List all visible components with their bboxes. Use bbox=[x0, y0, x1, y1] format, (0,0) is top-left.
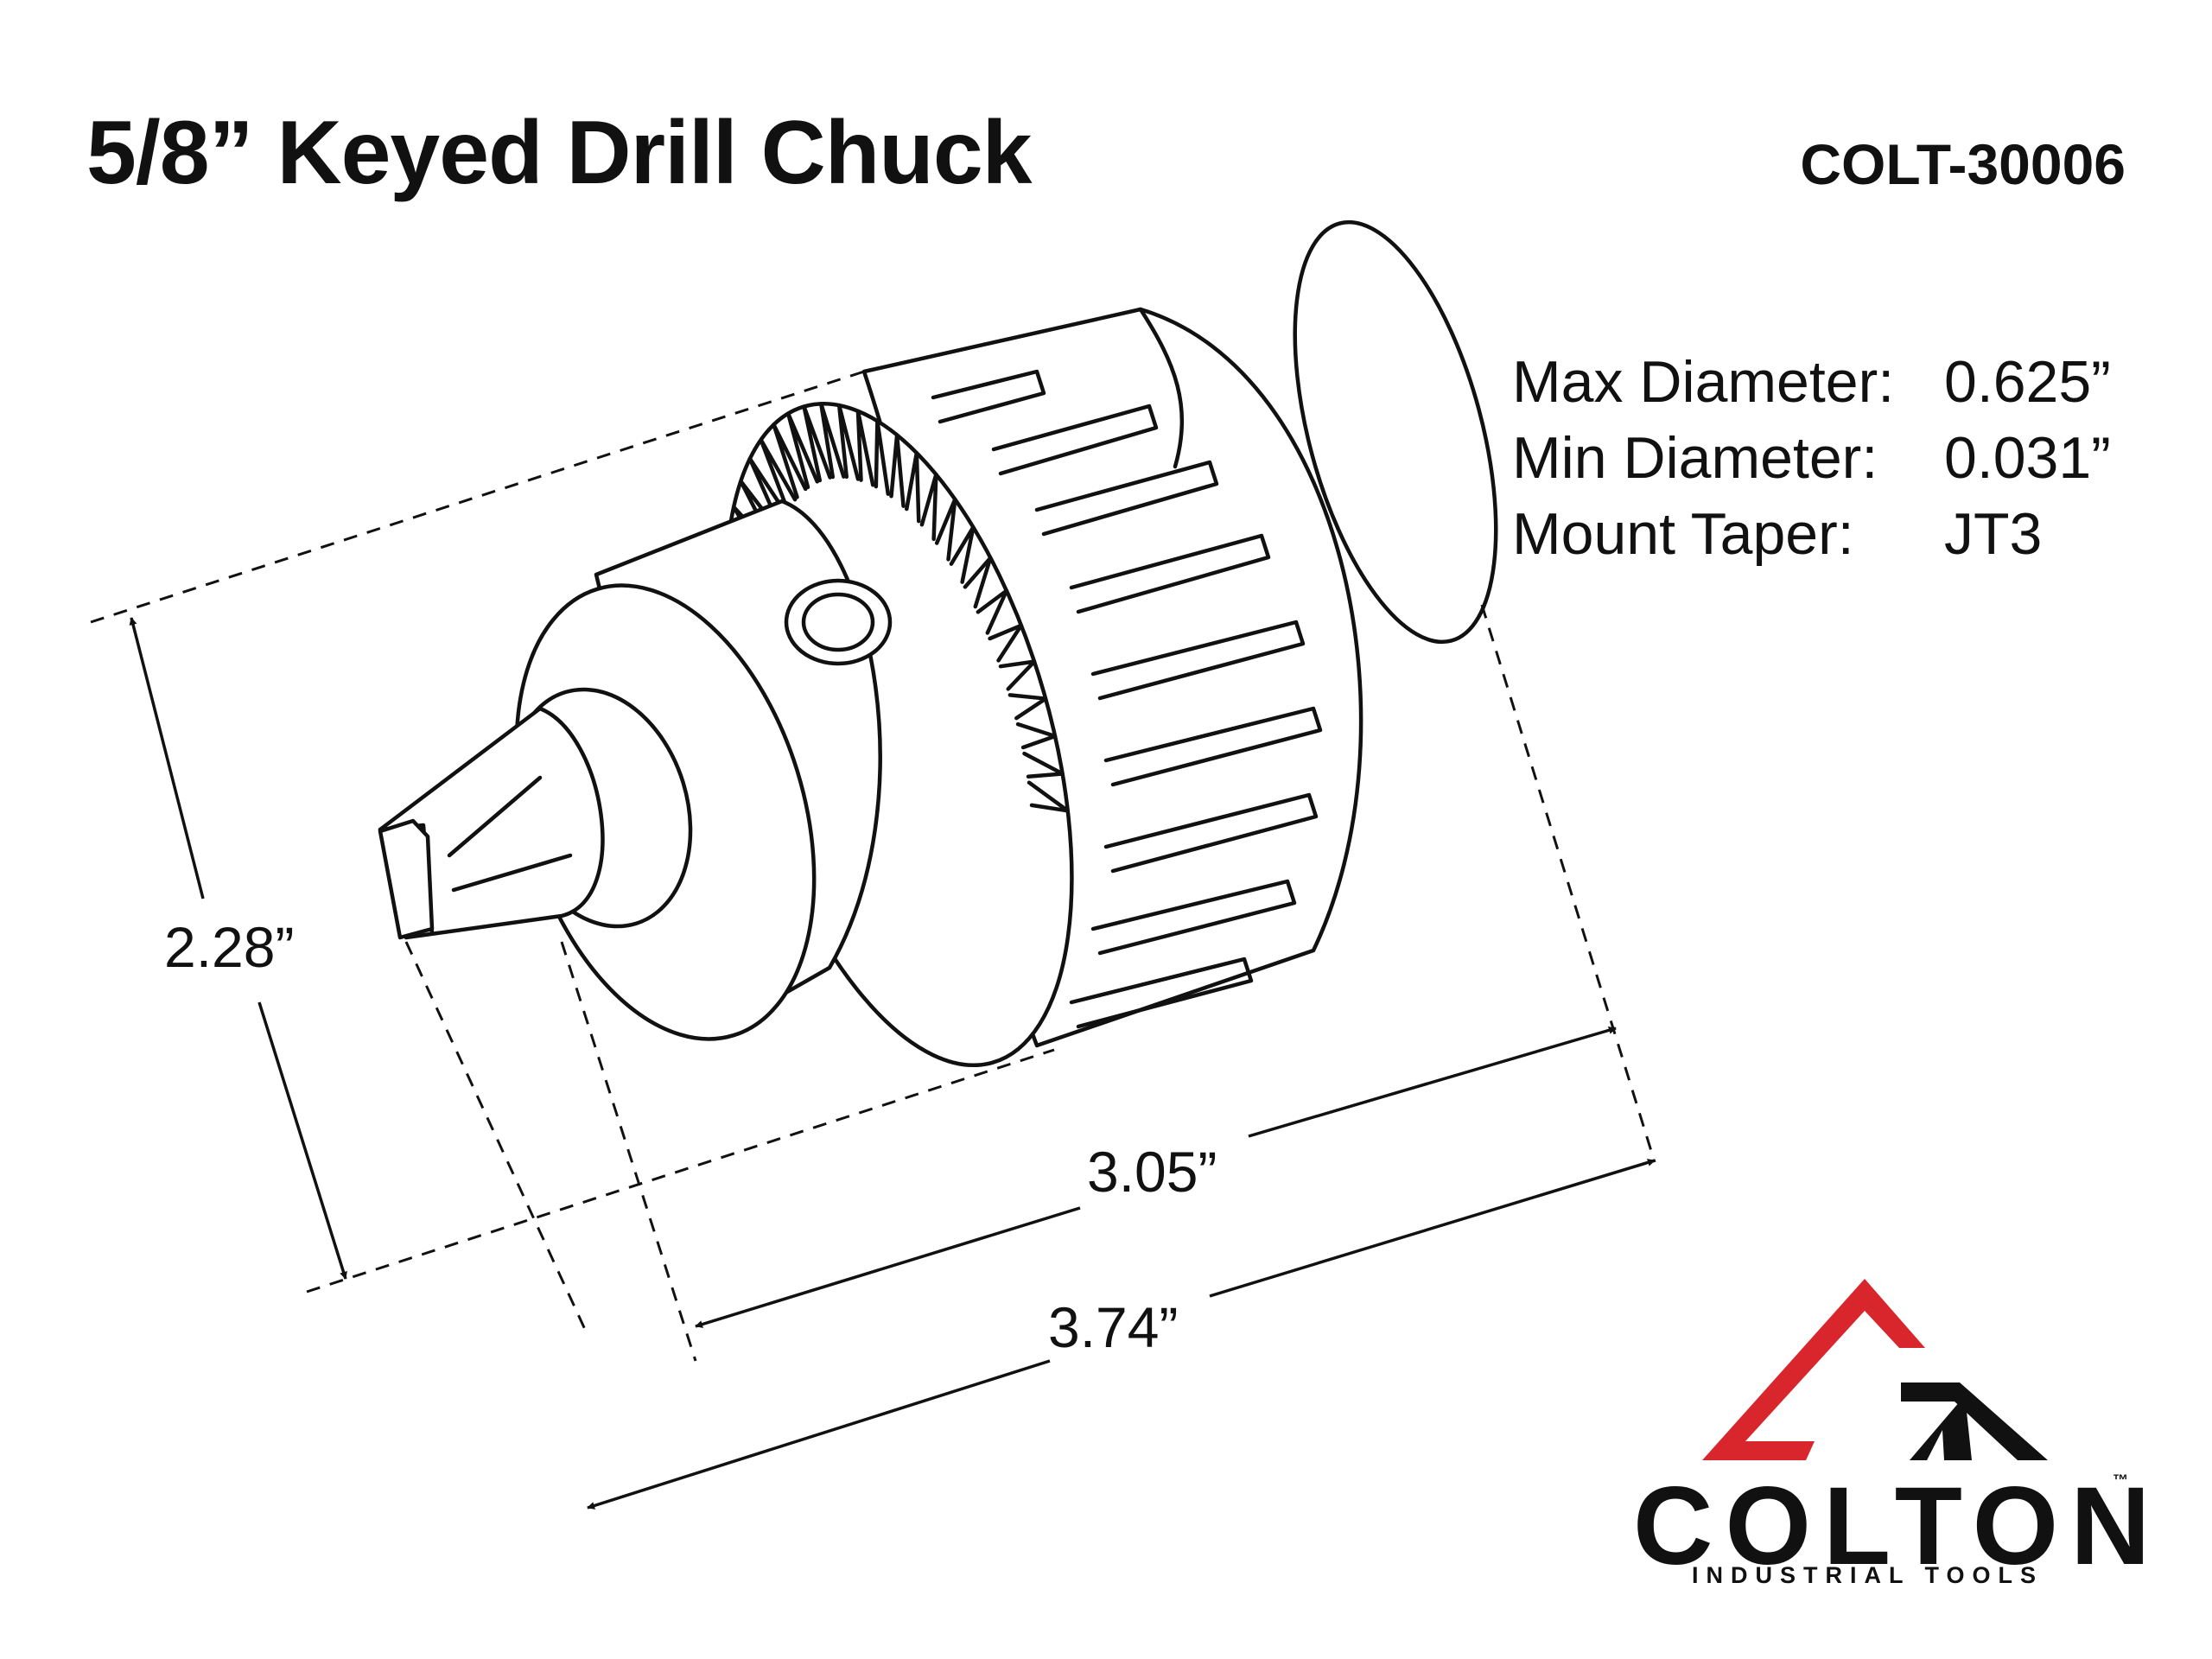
spec-list: Max Diameter: 0.625” Min Diameter: 0.031… bbox=[1512, 344, 2111, 572]
height-dim-line-top bbox=[129, 617, 205, 899]
sleeve-rib bbox=[1034, 460, 1219, 537]
gear-tooth bbox=[874, 419, 891, 496]
gear-tooth bbox=[976, 588, 1009, 635]
gear-tooth bbox=[785, 411, 820, 490]
gear-tooth bbox=[802, 404, 832, 483]
gear-tooth bbox=[934, 497, 957, 562]
overall-length-dimension: 3.74” bbox=[1048, 1295, 1179, 1359]
sleeve-ribs bbox=[931, 369, 1323, 1029]
gear-tooth bbox=[818, 402, 846, 480]
trademark-symbol: ™ bbox=[2113, 1471, 2128, 1489]
sleeve-rib bbox=[1090, 879, 1297, 956]
gear-tooth bbox=[998, 659, 1037, 691]
spec-value: 0.031” bbox=[1944, 425, 2111, 491]
gear-tooth bbox=[1027, 780, 1071, 813]
gear-tooth bbox=[889, 433, 906, 508]
spec-label: Mount Taper: bbox=[1512, 501, 1854, 567]
gear-tooth bbox=[905, 450, 921, 524]
sleeve-edge bbox=[1138, 307, 1185, 469]
sleeve-rib bbox=[1103, 706, 1323, 787]
rear-cap bbox=[1293, 219, 1498, 645]
gear-tooth bbox=[988, 623, 1024, 663]
sleeve-rib bbox=[1069, 957, 1254, 1029]
sleeve-rib bbox=[1103, 792, 1319, 874]
overall-dim-line-right bbox=[1209, 1159, 1656, 1298]
spec-label: Max Diameter: bbox=[1512, 349, 1895, 415]
spec-max-diameter: Max Diameter: 0.625” bbox=[1512, 344, 2111, 420]
jaw-line bbox=[447, 775, 543, 858]
product-sku: COLT-30006 bbox=[1800, 132, 2126, 196]
gear-tooth bbox=[772, 423, 808, 499]
gear-tooth bbox=[1015, 721, 1058, 750]
sleeve-rib bbox=[1069, 533, 1271, 614]
jaw-tip bbox=[378, 818, 435, 940]
height-dimension: 2.28” bbox=[164, 915, 295, 979]
gear-tooth bbox=[949, 524, 976, 584]
body-dim-line-left bbox=[695, 1206, 1081, 1328]
key-hole-inner bbox=[801, 592, 875, 652]
body-dim-line-right bbox=[1248, 1026, 1617, 1138]
spec-label: Min Diameter: bbox=[1512, 425, 1878, 491]
spec-value: 0.625” bbox=[1944, 349, 2111, 415]
sleeve-rib bbox=[1090, 620, 1306, 701]
gear-tooth bbox=[759, 437, 798, 512]
sleeve-rib bbox=[931, 369, 1046, 424]
spec-value: JT3 bbox=[1944, 501, 2043, 567]
jaw-line bbox=[451, 853, 573, 893]
jaw-cone bbox=[378, 706, 605, 940]
gear-tooth bbox=[836, 403, 861, 481]
gear-tooth bbox=[855, 409, 875, 487]
brand-wordmark: COLTON bbox=[1633, 1465, 2163, 1588]
gear-tooth bbox=[963, 556, 993, 609]
colton-logo-mark bbox=[1702, 1279, 2048, 1460]
page-title: 5/8” Keyed Drill Chuck bbox=[86, 103, 1033, 203]
body-length-dimension: 3.05” bbox=[1087, 1140, 1217, 1204]
gear-tooth bbox=[919, 472, 938, 542]
sleeve-rib bbox=[991, 404, 1159, 476]
brand-tagline: INDUSTRIAL TOOLS bbox=[1692, 1562, 2044, 1588]
gear-tooth bbox=[1022, 751, 1065, 779]
gear-tooth bbox=[1007, 693, 1048, 721]
extension-lines bbox=[90, 370, 1656, 1362]
overall-dim-line-left bbox=[587, 1359, 1051, 1510]
height-dim-line-bottom bbox=[257, 1001, 347, 1280]
spec-min-diameter: Min Diameter: 0.031” bbox=[1512, 420, 2111, 496]
spec-mount-taper: Mount Taper: JT3 bbox=[1512, 496, 2111, 572]
